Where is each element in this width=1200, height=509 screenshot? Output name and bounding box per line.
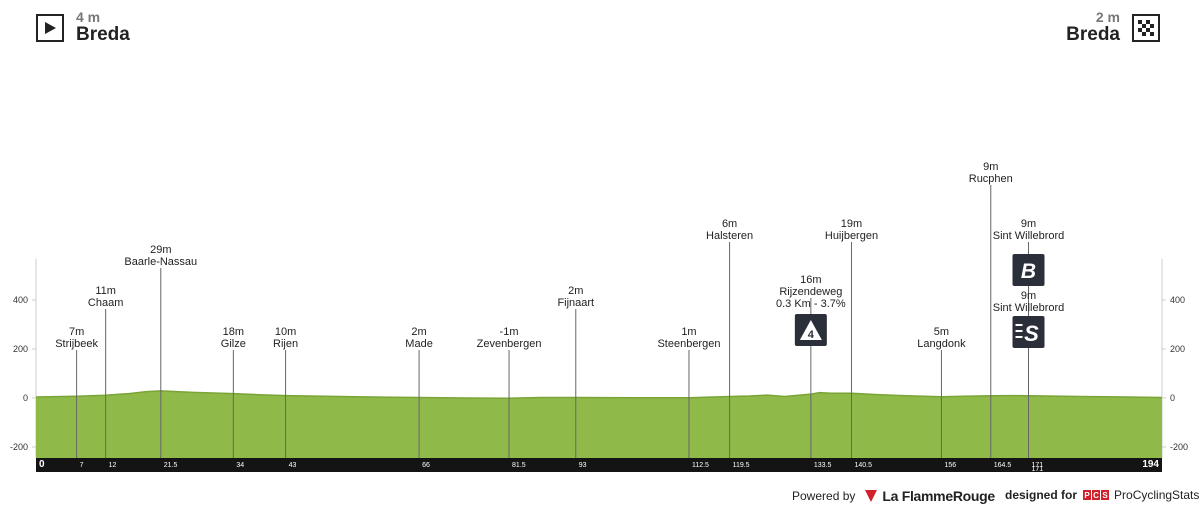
km-label: 12 [109,462,117,469]
waypoint-name: Sint Willebrord [993,230,1065,242]
pcs-letter: P [1083,490,1092,500]
km-label: 66 [422,462,430,469]
checkered-flag-icon [1132,13,1160,42]
sprint-label: S [1024,321,1039,346]
elevation-area [36,390,1162,458]
powered-by: Powered by La FlammeRouge [792,488,995,504]
elevation-line [35,390,1163,399]
km-label: 156 [944,462,956,469]
waypoint-altitude: 18m [223,326,244,338]
waypoint-name: Sint Willebrord [993,302,1065,314]
waypoint-altitude: 6m [722,218,737,230]
waypoint-name: Rijen [273,338,298,350]
waypoint-name: Rijzendeweg [779,286,842,298]
waypoint-altitude: -1m [500,326,519,338]
waypoint-altitude: 9m [1021,218,1036,230]
waypoint-name: Halsteren [706,230,753,242]
y-tick-label-right: 200 [1170,344,1185,354]
km-label: 81.5 [512,462,526,469]
km-label: 112.5 [692,462,709,469]
waypoint-altitude: 29m [150,244,171,256]
climb-triangle [799,320,822,340]
stage-profile-chart: 400 400 200 200 0 0 -200 -200 0 194 171 7mStrijbeek… [10,161,1188,473]
waypoint-altitude: 2m [411,326,426,338]
km-label-extra: 171 [1032,466,1044,473]
y-tick-label-right: 0 [1170,393,1175,403]
designed-for: designed for P C S ProCyclingStats [1005,488,1199,502]
flamme-rouge-logo-icon [865,490,878,502]
waypoint-name: Rucphen [969,173,1013,185]
km-label: 119.5 [733,462,750,469]
waypoint-name: Huijbergen [825,230,878,242]
distance-bar [36,458,1162,472]
km-label: 133.5 [814,462,832,469]
waypoint-name: Chaam [88,297,123,309]
waypoint-altitude: 2m [568,285,583,297]
y-tick-label-left: 200 [13,344,28,354]
start-info: 4 m Breda [36,10,130,45]
lfr-brand: La FlammeRouge [882,488,995,504]
km-label-finish: 194 [1142,459,1159,470]
km-label: 171 [1032,462,1044,469]
pcs-brand: ProCyclingStats [1114,488,1200,502]
waypoint-altitude: 9m [983,161,998,173]
waypoint-altitude: 1m [681,326,696,338]
km-label-start: 0 [39,459,45,470]
play-icon [36,13,64,42]
km-label: 93 [579,462,587,469]
km-label: 140.5 [854,462,872,469]
y-tick-label-right: 400 [1170,295,1185,305]
waypoint-name: Gilze [221,338,246,350]
bonus-label: B [1021,260,1036,283]
waypoint-name: Fijnaart [557,297,594,309]
waypoint-altitude: 16m [800,274,821,286]
y-tick-label-left: 0 [23,393,28,403]
finish-altitude: 2 m [1095,9,1120,25]
waypoint-altitude: 10m [275,326,296,338]
y-tick-label-left: 400 [13,295,28,305]
powered-by-text: Powered by [792,489,856,503]
km-label: 164.5 [994,462,1012,469]
waypoint-altitude: 7m [69,326,84,338]
waypoint-name: Zevenbergen [477,338,542,350]
pcs-letter: S [1101,490,1110,500]
pcs-letter: C [1092,490,1101,500]
climb-category-label: 4 [808,329,815,341]
y-tick-label-right: -200 [1170,442,1188,452]
km-label: 43 [289,462,297,469]
y-tick-label-left: -200 [10,442,28,452]
finish-name: Breda [1066,24,1120,45]
waypoint-climb-info: 0.3 Km - 3.7% [776,298,846,310]
waypoint-name: Langdonk [917,338,966,350]
designed-for-text: designed for [1005,488,1078,502]
waypoint-altitude: 11m [95,285,116,297]
bonus-sprint-icon [1012,254,1045,286]
km-label: 34 [236,462,244,469]
start-altitude: 4 m [76,9,101,25]
km-label: 7 [80,462,84,469]
pcs-logo-icon: P C S [1083,490,1110,500]
waypoint-name: Baarle-Nassau [124,256,197,268]
start-name: Breda [76,24,130,45]
waypoint-name: Made [405,338,433,350]
waypoint-altitude: 5m [934,326,949,338]
finish-info: 2 m Breda [1066,10,1160,45]
km-label: 21.5 [164,462,178,469]
waypoint-name: Strijbeek [55,338,98,350]
waypoint-altitude: 9m [1021,290,1036,302]
waypoint-altitude: 19m [841,218,862,230]
waypoint-name: Steenbergen [657,338,720,350]
